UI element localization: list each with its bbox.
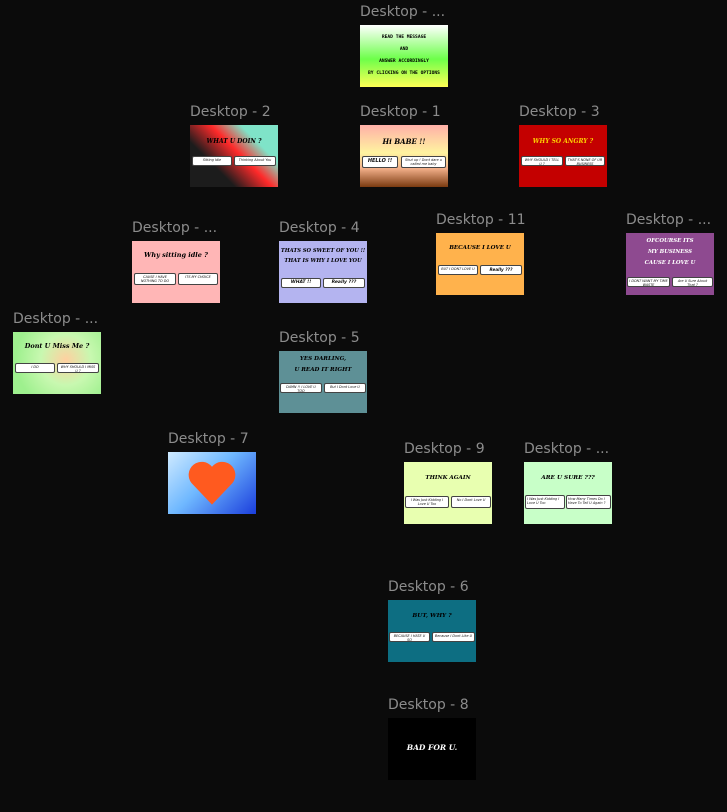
frame-label-miss[interactable]: Desktop - ... xyxy=(13,311,99,327)
sure-option-2[interactable]: How Many Times Do I Have To Tell U Again… xyxy=(566,495,611,509)
frame-d1[interactable]: Hi BABE !! HELLO !! Shut up ! Dont dare … xyxy=(360,125,448,187)
frame-d7[interactable] xyxy=(168,452,256,514)
frame-d6[interactable]: BUT, WHY ? BECAUSE I HATE U SO Because I… xyxy=(388,600,476,662)
frame-label-d7[interactable]: Desktop - 7 xyxy=(168,431,249,447)
ofc-line-3: CAUSE I LOVE U xyxy=(644,260,696,266)
d11-option-1[interactable]: BUT I DONT LOVE U xyxy=(438,265,478,275)
frame-label-d6[interactable]: Desktop - 6 xyxy=(388,579,469,595)
miss-option-1[interactable]: I DO xyxy=(15,363,55,373)
intro-line-4: BY CLICKING ON THE OPTIONS xyxy=(368,71,440,76)
d4-line-1: THATS SO SWEET OF YOU !! xyxy=(280,248,366,254)
d3-option-1[interactable]: WHY SHOULD I TELL U ? xyxy=(521,156,563,166)
frame-label-d9[interactable]: Desktop - 9 xyxy=(404,441,485,457)
frame-label-d11[interactable]: Desktop - 11 xyxy=(436,212,526,228)
idle-option-1[interactable]: CAUSE I HAVE NOTHING TO DO xyxy=(134,273,176,285)
frame-label-d5[interactable]: Desktop - 5 xyxy=(279,330,360,346)
idle-option-2[interactable]: ITS MY CHOICE xyxy=(178,273,218,285)
frame-label-d4[interactable]: Desktop - 4 xyxy=(279,220,360,236)
frame-d5[interactable]: YES DARLING, U READ IT RIGHT DAMN !! I L… xyxy=(279,351,367,413)
d9-option-1[interactable]: I Was Just Kidding I Love U Too xyxy=(405,496,449,508)
d1-option-1[interactable]: HELLO !! xyxy=(362,156,398,168)
d8-title: BAD FOR U. xyxy=(406,743,458,752)
d3-title: WHY SO ANGRY ? xyxy=(532,138,594,145)
d1-title: Hi BABE !! xyxy=(382,137,426,146)
d5-line-2: U READ IT RIGHT xyxy=(294,367,352,373)
ofc-line-2: MY BUSINESS xyxy=(647,249,693,255)
d2-option-2[interactable]: Thinking About You xyxy=(234,156,276,166)
d5-line-1: YES DARLING, xyxy=(299,356,347,362)
frame-sure[interactable]: ARE U SURE ??? I Was Just Kidding I Love… xyxy=(524,462,612,524)
frame-label-d8[interactable]: Desktop - 8 xyxy=(388,697,469,713)
frame-label-d1[interactable]: Desktop - 1 xyxy=(360,104,441,120)
miss-option-2[interactable]: WHY SHOULD I MISS U ? xyxy=(57,363,99,373)
frame-ofc[interactable]: OFCOURSE ITS MY BUSINESS CAUSE I LOVE U … xyxy=(626,233,714,295)
d4-option-1[interactable]: WHAT !! xyxy=(281,278,321,288)
frame-label-idle[interactable]: Desktop - ... xyxy=(132,220,218,236)
frame-intro[interactable]: READ THE MESSAGE AND ANSWER ACCORDINGLY … xyxy=(360,25,448,87)
frame-d9[interactable]: THINK AGAIN I Was Just Kidding I Love U … xyxy=(404,462,492,524)
frame-label-intro[interactable]: Desktop - ... xyxy=(360,4,446,20)
ofc-line-1: OFCOURSE ITS xyxy=(646,238,694,244)
frame-d11[interactable]: BECAUSE I LOVE U BUT I DONT LOVE U Reall… xyxy=(436,233,524,295)
frame-d8[interactable]: BAD FOR U. xyxy=(388,718,476,780)
frame-miss[interactable]: Dont U Miss Me ? I DO WHY SHOULD I MISS … xyxy=(13,332,101,394)
frame-label-sure[interactable]: Desktop - ... xyxy=(524,441,610,457)
intro-line-3: ANSWER ACCORDINGLY xyxy=(379,59,429,64)
intro-line-2: AND xyxy=(399,47,409,52)
heart-icon xyxy=(188,461,236,505)
d6-option-1[interactable]: BECAUSE I HATE U SO xyxy=(389,632,430,642)
d4-option-2[interactable]: Really ??? xyxy=(323,278,365,288)
frame-label-d2[interactable]: Desktop - 2 xyxy=(190,104,271,120)
d2-title: WHAT U DOIN ? xyxy=(206,138,262,145)
d2-option-1[interactable]: Sitting Idle xyxy=(192,156,232,166)
d9-option-2[interactable]: No I Dont Love U xyxy=(451,496,491,508)
intro-line-1: READ THE MESSAGE xyxy=(381,35,427,40)
ofc-option-1[interactable]: I DONT WANT MY TIME WASTE xyxy=(627,277,670,287)
d11-title: BECAUSE I LOVE U xyxy=(449,245,511,251)
sure-option-1[interactable]: I Was Just Kidding I Love U Too xyxy=(525,495,565,509)
d1-option-2[interactable]: Shut up ! Dont dare u called me baby xyxy=(401,156,446,168)
d5-option-1[interactable]: DAMN !! I LOVE U TOO xyxy=(280,383,322,393)
frame-label-ofc[interactable]: Desktop - ... xyxy=(626,212,712,228)
d4-line-2: THAT IS WHY I LOVE YOU xyxy=(284,258,362,264)
d5-option-2[interactable]: But I Dont Love U xyxy=(324,383,366,393)
frame-d3[interactable]: WHY SO ANGRY ? WHY SHOULD I TELL U ? THA… xyxy=(519,125,607,187)
frame-d2[interactable]: WHAT U DOIN ? Sitting Idle Thinking Abou… xyxy=(190,125,278,187)
d11-option-2[interactable]: Really ??? xyxy=(480,265,522,275)
d6-title: BUT, WHY ? xyxy=(412,613,452,619)
d6-option-2[interactable]: Because I Dont Like U xyxy=(432,632,475,642)
d3-option-2[interactable]: THAT'S NONE OF UR BUSINESS xyxy=(565,156,605,166)
idle-title: Why sitting idle ? xyxy=(144,251,208,259)
d9-title: THINK AGAIN xyxy=(425,475,471,481)
frame-idle[interactable]: Why sitting idle ? CAUSE I HAVE NOTHING … xyxy=(132,241,220,303)
ofc-option-2[interactable]: Are U Sure About That ? xyxy=(672,277,713,287)
miss-title: Dont U Miss Me ? xyxy=(24,342,90,350)
frame-label-d3[interactable]: Desktop - 3 xyxy=(519,104,600,120)
frame-d4[interactable]: THATS SO SWEET OF YOU !! THAT IS WHY I L… xyxy=(279,241,367,303)
sure-title: ARE U SURE ??? xyxy=(541,475,595,481)
